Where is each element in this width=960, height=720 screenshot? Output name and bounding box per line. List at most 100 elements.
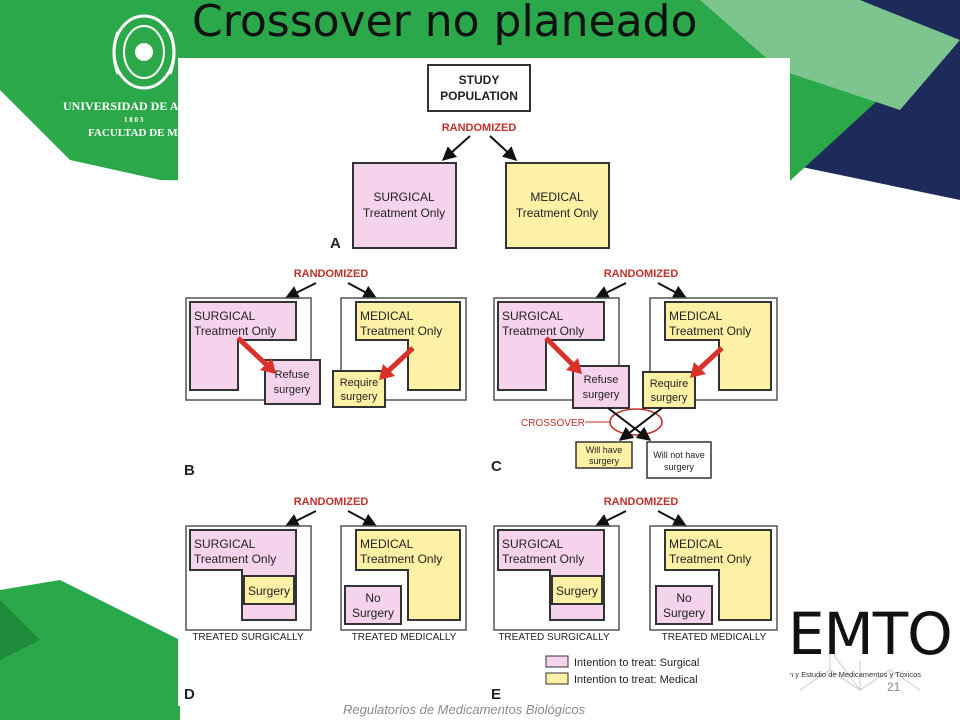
- arrow-b-left: [284, 282, 317, 299]
- legend-surgical-label: Intention to treat: Surgical: [574, 657, 699, 669]
- university-year: 1 8 0 3: [124, 116, 144, 124]
- surgical-c-line1: SURGICAL: [502, 309, 564, 323]
- surgery-d-box: [243, 575, 295, 605]
- will-have-line1: Will have: [586, 445, 623, 455]
- panel-label-e: E: [491, 686, 501, 703]
- no-surgery-d-line1: No: [365, 591, 381, 605]
- refuse-b-line2: surgery: [274, 384, 311, 396]
- medical-e-line2: Treatment Only: [669, 552, 751, 566]
- medical-b-shape: [355, 301, 461, 391]
- refuse-c-line2: surgery: [583, 389, 620, 401]
- surgical-c-line2: Treatment Only: [502, 324, 584, 338]
- require-b-line1: Require: [340, 377, 379, 389]
- surgical-e-line2: Treatment Only: [502, 552, 584, 566]
- surgery-e-label: Surgery: [556, 584, 598, 598]
- red-arrowhead-b-right: [379, 364, 395, 380]
- surgical-d-line2: Treatment Only: [194, 552, 276, 566]
- surgical-box-a: [352, 162, 457, 249]
- surgical-b-line1: SURGICAL: [194, 309, 256, 323]
- dark-green-accent: [0, 600, 40, 660]
- no-surgery-d-line2: Surgery: [352, 606, 394, 620]
- frame-e-left: [493, 525, 620, 631]
- legend-medical-label: Intention to treat: Medical: [574, 674, 698, 686]
- require-surgery-b-box: [332, 370, 386, 408]
- green-band-bottom: [0, 580, 180, 720]
- red-arrowhead-c-left: [566, 358, 582, 374]
- medical-a-line1: MEDICAL: [530, 190, 584, 204]
- require-c-line1: Require: [650, 378, 689, 390]
- red-arrowhead-b-left: [260, 358, 276, 374]
- crossover-diagram: STUDY POPULATION RANDOMIZED SURGICAL Tre…: [184, 64, 778, 703]
- medical-e-line1: MEDICAL: [669, 537, 723, 551]
- surgery-d-label: Surgery: [248, 584, 290, 598]
- refuse-b-line1: Refuse: [275, 369, 310, 381]
- university-crest-icon: [112, 14, 176, 90]
- arrow-e-left: [594, 510, 627, 527]
- surgical-e-line1: SURGICAL: [502, 537, 564, 551]
- will-have-surgery-box: [575, 441, 633, 469]
- randomized-label-e: RANDOMIZED: [604, 496, 679, 508]
- medical-b-line1: MEDICAL: [360, 309, 414, 323]
- page-number: 21: [887, 680, 901, 694]
- treated-surgically-d: TREATED SURGICALLY: [192, 632, 304, 643]
- frame-b-left: [185, 297, 312, 401]
- randomized-label-c: RANDOMIZED: [604, 268, 679, 280]
- frame-d-right: [340, 525, 467, 631]
- no-surgery-e-box: [655, 585, 713, 625]
- arrow-b-right: [347, 282, 378, 299]
- medical-d-line2: Treatment Only: [360, 552, 442, 566]
- frame-c-right: [649, 297, 778, 401]
- randomized-label-d: RANDOMIZED: [294, 496, 369, 508]
- arrow-c-left: [594, 282, 627, 299]
- require-surgery-c-box: [642, 371, 696, 409]
- medical-c-shape: [664, 301, 772, 391]
- medical-box-a: [505, 162, 610, 249]
- treated-medically-e: TREATED MEDICALLY: [662, 632, 767, 643]
- panel-label-a: A: [330, 235, 341, 252]
- frame-c-left: [493, 297, 620, 401]
- randomized-label-b: RANDOMIZED: [294, 268, 369, 280]
- frame-b-right: [340, 297, 467, 401]
- surgical-a-line2: Treatment Only: [363, 206, 445, 220]
- medical-d-shape: [355, 529, 461, 621]
- surgery-e-box: [551, 575, 603, 605]
- study-population-line2: POPULATION: [440, 89, 518, 103]
- medical-c-line2: Treatment Only: [669, 324, 751, 338]
- emto-subtitle: n y Estudio de Medicamentos y Tóxicos: [789, 670, 922, 679]
- slide-title: Crossover no planeado: [192, 0, 698, 47]
- refuse-surgery-c-box: [572, 365, 630, 409]
- study-population-box: [427, 64, 531, 112]
- medical-d-line1: MEDICAL: [360, 537, 414, 551]
- crossover-line-2: [618, 407, 663, 441]
- medical-e-shape: [664, 529, 772, 621]
- will-not-have-surgery-box: [646, 441, 712, 479]
- panel-label-c: C: [491, 458, 502, 475]
- require-c-line2: surgery: [651, 392, 688, 404]
- will-not-have-line2: surgery: [664, 462, 695, 472]
- surgical-d-line1: SURGICAL: [194, 537, 256, 551]
- medical-b-line2: Treatment Only: [360, 324, 442, 338]
- panel-label-b: B: [184, 462, 195, 479]
- emto-molecule-icon: [799, 650, 921, 692]
- arrow-c-right: [657, 282, 688, 299]
- surgical-a-line1: SURGICAL: [373, 190, 435, 204]
- treated-medically-d: TREATED MEDICALLY: [352, 632, 457, 643]
- panel-label-d: D: [184, 686, 195, 703]
- arrow-d-left: [284, 510, 317, 527]
- legend-surgical-swatch: [545, 655, 569, 668]
- crossover-figure: STUDY POPULATION RANDOMIZED SURGICAL Tre…: [178, 58, 790, 706]
- arrow-a-left: [441, 135, 471, 161]
- will-not-have-line1: Will not have: [653, 450, 705, 460]
- arrow-e-right: [657, 510, 688, 527]
- crossover-line-1: [607, 407, 652, 441]
- arrow-a-right: [489, 135, 518, 161]
- no-surgery-e-line1: No: [676, 591, 692, 605]
- arrow-d-right: [347, 510, 378, 527]
- light-green-band: [700, 0, 960, 110]
- university-name: UNIVERSIDAD DE AN: [63, 99, 188, 113]
- refuse-c-line1: Refuse: [584, 374, 619, 386]
- red-arrowhead-c-right: [690, 362, 706, 378]
- surgical-b-line2: Treatment Only: [194, 324, 276, 338]
- slide-footer: Regulatorios de Medicamentos Biológicos: [343, 702, 586, 717]
- medical-a-line2: Treatment Only: [516, 206, 598, 220]
